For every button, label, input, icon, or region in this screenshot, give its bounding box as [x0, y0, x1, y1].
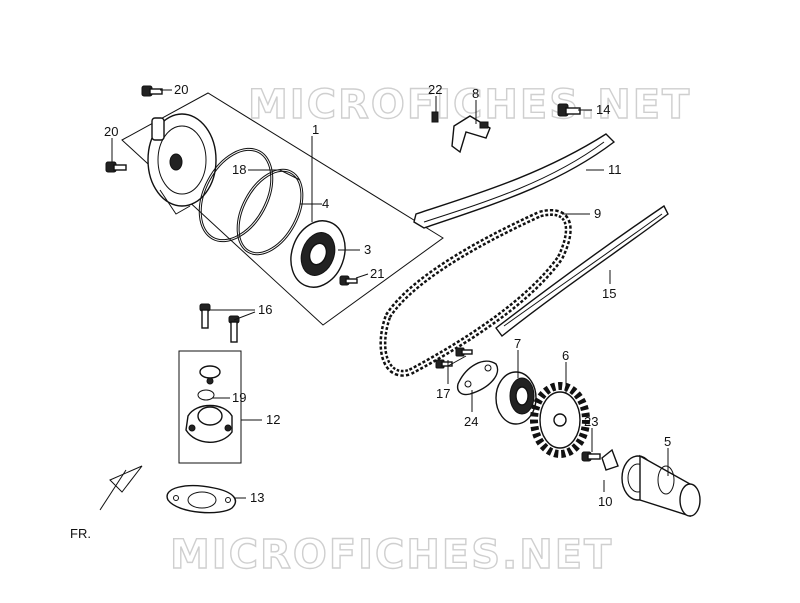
callout-5: 5: [664, 434, 671, 449]
callout-24: 24: [464, 414, 478, 429]
callout-8: 8: [472, 86, 479, 101]
bolt-17-a: [455, 347, 473, 357]
callout-13: 13: [250, 490, 264, 505]
o-ring-18: [198, 147, 274, 243]
assembly-frame-1: [121, 92, 444, 326]
oil-strainer-12: [185, 365, 233, 443]
o-ring-19: [197, 389, 215, 401]
pin-14: [557, 103, 581, 117]
tensioner-bracket-8: [451, 115, 491, 154]
callout-16: 16: [258, 302, 272, 317]
pump-housing: [147, 113, 217, 215]
callout-6: 6: [562, 348, 569, 363]
callout-21: 21: [370, 266, 384, 281]
bolt-17-b: [435, 359, 453, 369]
bolt-22: [431, 111, 439, 123]
callout-1: 1: [312, 122, 319, 137]
bolt-20-left: [105, 161, 127, 173]
watermark-bottom: MICROFICHES.NET: [170, 532, 613, 578]
callout-19: 19: [232, 390, 246, 405]
bolt-23: [581, 451, 601, 462]
bolt-16-a: [199, 303, 211, 329]
callout-14: 14: [596, 102, 610, 117]
pump-rotor-3: [290, 220, 346, 288]
cam-chain-9: [379, 209, 572, 377]
gasket-13: [166, 485, 237, 514]
callout-9: 9: [594, 206, 601, 221]
bolt-21: [339, 275, 358, 286]
callout-15: 15: [602, 286, 616, 301]
assembly-frame-12: [178, 350, 242, 464]
washer-10: [601, 448, 619, 471]
callout-23: 23: [584, 414, 598, 429]
plate-24: [456, 360, 499, 396]
chain-guide-11: [413, 133, 616, 229]
cam-sprocket-6: [530, 382, 590, 458]
leader-lines: [111, 89, 669, 499]
gasket-4: [236, 168, 304, 256]
callout-22: 22: [428, 82, 442, 97]
callout-11: 11: [608, 162, 622, 177]
callout-20-left: 20: [104, 124, 118, 139]
callout-3: 3: [364, 242, 371, 257]
callout-17: 17: [436, 386, 450, 401]
front-direction-arrow: [99, 465, 143, 511]
bolt-20-top: [141, 85, 163, 97]
callout-10: 10: [598, 494, 612, 509]
front-marker-label: FR.: [70, 526, 91, 541]
callout-7: 7: [514, 336, 521, 351]
sprocket-hub-7: [495, 371, 537, 425]
callout-20-top: 20: [174, 82, 188, 97]
callout-18: 18: [232, 162, 246, 177]
callout-4: 4: [322, 196, 329, 211]
camshaft-5: [621, 454, 701, 517]
callout-12: 12: [266, 412, 280, 427]
